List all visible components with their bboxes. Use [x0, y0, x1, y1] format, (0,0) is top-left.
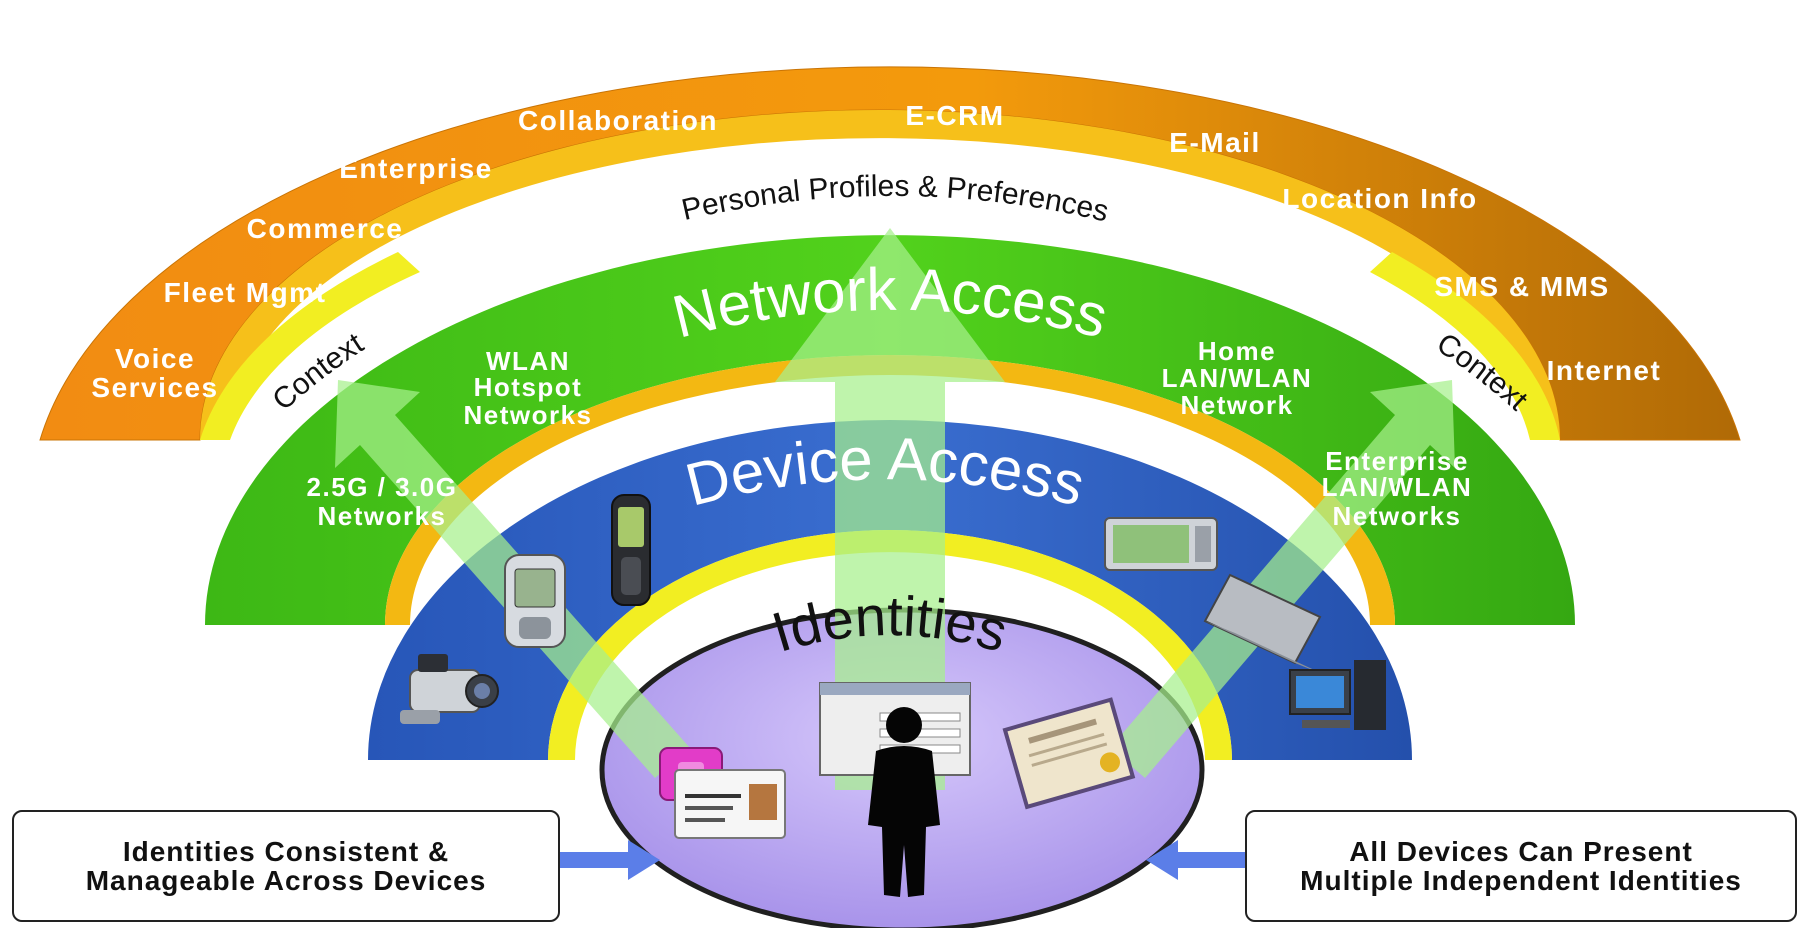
service-item: E-Mail: [1169, 127, 1260, 158]
id-card-icon: [674, 769, 786, 839]
network-item: LAN/WLAN: [1322, 472, 1473, 502]
service-item: Enterprise: [339, 153, 493, 184]
network-item: 2.5G / 3.0G: [307, 472, 458, 502]
note-left: Identities Consistent & Manageable Acros…: [12, 810, 560, 922]
network-item: Networks: [317, 501, 446, 531]
service-item: Internet: [1547, 355, 1662, 386]
network-item: WLAN: [486, 346, 570, 376]
person-silhouette-icon: [868, 707, 940, 897]
pda-phone-icon: [504, 554, 566, 648]
service-item: Voice: [115, 343, 195, 374]
network-item: Enterprise: [1325, 446, 1469, 476]
network-item: Networks: [1332, 501, 1461, 531]
profiles-label: Personal Profiles & Preferences: [679, 170, 1112, 229]
note-right-line2: Multiple Independent Identities: [1300, 865, 1742, 896]
context-band-left: [200, 252, 420, 440]
network-item: Hotspot: [474, 372, 583, 402]
note-left-line1: Identities Consistent &: [122, 836, 450, 867]
network-ring: [205, 235, 1575, 625]
service-item: E-CRM: [905, 100, 1004, 131]
service-item: Services: [91, 372, 218, 403]
note-right: All Devices Can Present Multiple Indepen…: [1245, 810, 1797, 922]
note-right-line1: All Devices Can Present: [1349, 836, 1693, 867]
context-band-right: [1370, 252, 1560, 440]
desktop-computer-icon: [1289, 660, 1386, 730]
network-item: Home: [1198, 336, 1276, 366]
services-title: Services Access: [652, 0, 1109, 76]
network-item: LAN/WLAN: [1162, 363, 1313, 393]
service-item: SMS & MMS: [1434, 271, 1609, 302]
mobile-phone-icon: [611, 494, 651, 606]
note-left-line2: Manageable Across Devices: [85, 865, 487, 896]
camcorder-icon: [400, 654, 499, 724]
tablet-pc-icon: [1104, 517, 1218, 571]
service-item: Collaboration: [518, 105, 718, 136]
right-pointer-arrow: [1146, 840, 1245, 880]
service-item: Commerce: [247, 213, 404, 244]
service-item: Fleet Mgmt: [164, 277, 327, 308]
certificate-icon: [1002, 697, 1136, 810]
upward-arrow: [775, 228, 1005, 790]
left-pointer-arrow: [558, 840, 660, 880]
network-item: Network: [1180, 390, 1293, 420]
laptop-icon: [1203, 573, 1325, 675]
service-item: Location Info: [1282, 183, 1477, 214]
right-diagonal-arrow: [1110, 380, 1455, 778]
network-item: Networks: [463, 400, 592, 430]
